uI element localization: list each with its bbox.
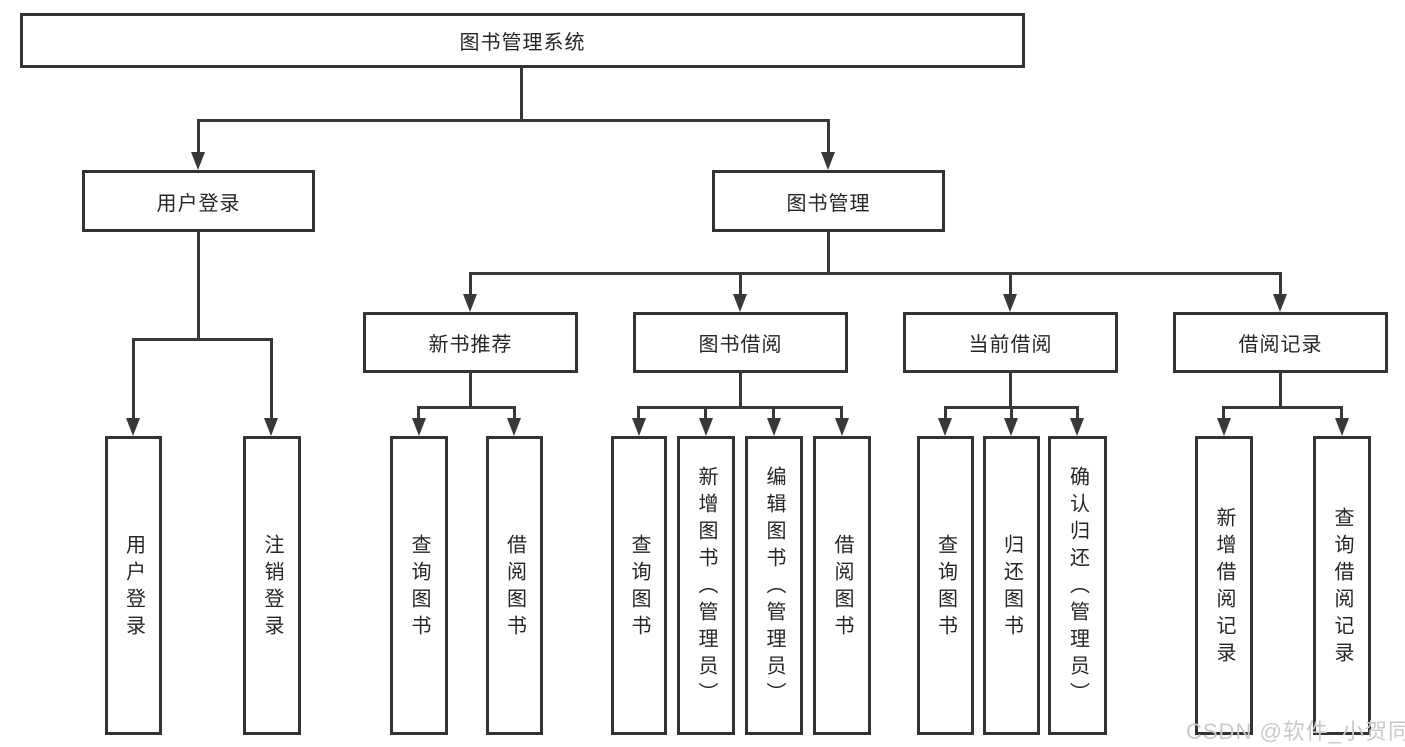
node-borrowing-records: 借阅记录 (1173, 312, 1388, 373)
node-book-management: 图书管理 (712, 170, 945, 232)
leaf-query-books-recommend: 查询图书 (390, 436, 448, 735)
leaf-query-books-borrowing: 查询图书 (611, 436, 667, 735)
connector-line (1222, 406, 1225, 420)
connector-line (840, 406, 843, 420)
arrow-down-icon (1003, 294, 1017, 312)
connector-line (1222, 406, 1343, 409)
arrow-down-icon (126, 418, 140, 436)
leaf-query-books-current: 查询图书 (917, 436, 974, 735)
arrow-down-icon (821, 152, 835, 170)
connector-line (637, 406, 842, 409)
connector-line (1009, 373, 1012, 406)
arrow-down-icon (767, 418, 781, 436)
connector-line (270, 338, 273, 420)
csdn-watermark: CSDN @软件_小贺同学 (1186, 719, 1405, 744)
leaf-add-borrow-record: 新增借阅记录 (1195, 436, 1253, 735)
leaf-add-book-admin: 新增图书（管理员） (677, 436, 735, 735)
node-library-management-system: 图书管理系统 (20, 13, 1025, 68)
leaf-return-book: 归还图书 (983, 436, 1040, 735)
connector-line (132, 338, 135, 420)
arrow-down-icon (733, 294, 747, 312)
connector-line (739, 373, 742, 406)
connector-line (637, 406, 640, 420)
connector-line (1076, 406, 1079, 420)
leaf-borrow-books-borrowing: 借阅图书 (813, 436, 871, 735)
arrow-down-icon (264, 418, 278, 436)
node-user-login: 用户登录 (82, 170, 315, 232)
node-current-borrowing: 当前借阅 (903, 312, 1118, 373)
connector-line (520, 66, 523, 119)
connector-line (469, 373, 472, 406)
connector-line (132, 338, 273, 341)
connector-line (1279, 272, 1282, 297)
connector-line (417, 406, 516, 409)
connector-line (739, 272, 742, 297)
arrow-down-icon (1273, 294, 1287, 312)
connector-line (1340, 406, 1343, 420)
leaf-edit-book-admin: 编辑图书（管理员） (745, 436, 803, 735)
connector-line (772, 406, 775, 420)
node-book-borrowing: 图书借阅 (633, 312, 848, 373)
arrow-down-icon (699, 418, 713, 436)
connector-line (1279, 373, 1282, 406)
connector-line (827, 232, 830, 272)
arrow-down-icon (938, 418, 952, 436)
node-new-book-recommend: 新书推荐 (363, 312, 578, 373)
connector-line (417, 406, 420, 420)
arrow-down-icon (191, 152, 205, 170)
connector-line (827, 119, 830, 155)
connector-line (197, 232, 200, 338)
arrow-down-icon (1217, 418, 1231, 436)
connector-line (1010, 406, 1013, 420)
connector-line (197, 119, 200, 155)
connector-line (513, 406, 516, 420)
connector-line (704, 406, 707, 420)
leaf-user-login: 用户登录 (105, 436, 162, 735)
arrow-down-icon (835, 418, 849, 436)
connector-line (197, 119, 830, 122)
leaf-logout: 注销登录 (243, 436, 301, 735)
arrow-down-icon (412, 418, 426, 436)
arrow-down-icon (632, 418, 646, 436)
connector-line (469, 272, 472, 297)
arrow-down-icon (1070, 418, 1084, 436)
leaf-borrow-books-recommend: 借阅图书 (486, 436, 543, 735)
arrow-down-icon (1335, 418, 1349, 436)
leaf-confirm-return-admin: 确认归还（管理员） (1048, 436, 1107, 735)
connector-line (944, 406, 947, 420)
connector-line (469, 272, 1282, 275)
arrow-down-icon (463, 294, 477, 312)
connector-line (1009, 272, 1012, 297)
leaf-query-borrow-record: 查询借阅记录 (1313, 436, 1371, 735)
arrow-down-icon (1004, 418, 1018, 436)
arrow-down-icon (507, 418, 521, 436)
